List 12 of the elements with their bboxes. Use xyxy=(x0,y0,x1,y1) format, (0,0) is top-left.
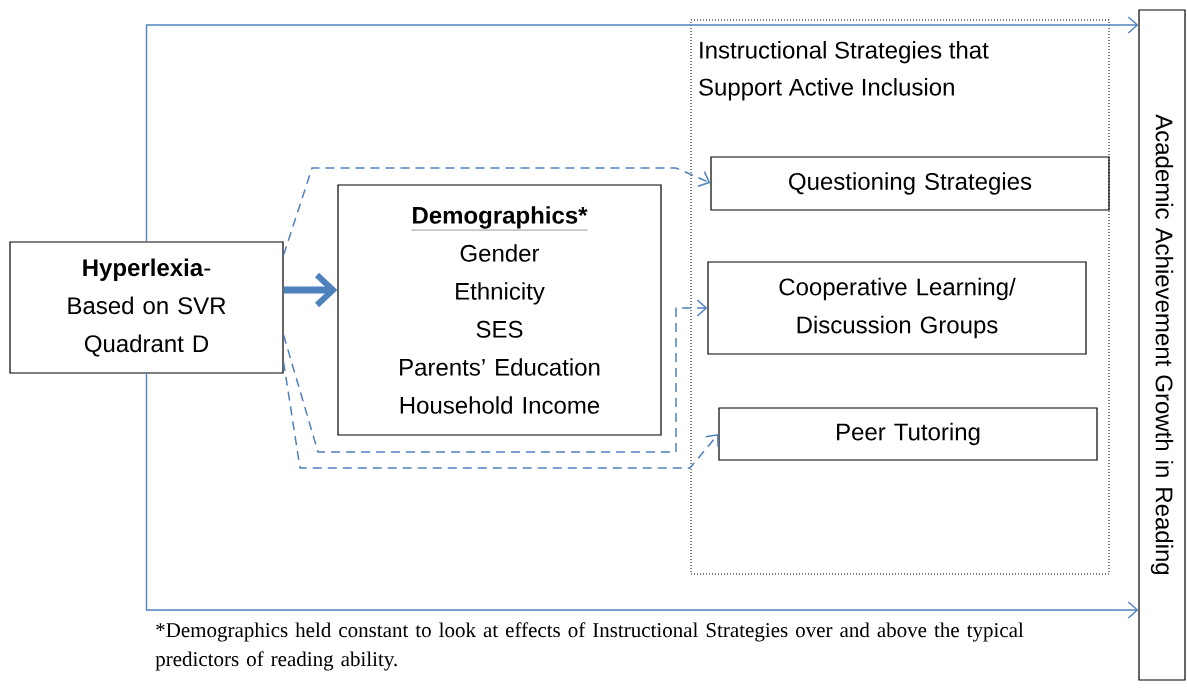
arrow xyxy=(282,299,708,453)
arrow xyxy=(282,167,711,256)
outcome-box: Academic Achievement Growth in Reading xyxy=(1138,9,1186,681)
variable-box: Demographics* Gender Ethnicity SES Parents’ Education Household Income xyxy=(337,184,662,436)
footnote: *Demographics held constant to look at effects of Instructional Strategies over and above the typical predictors of reading ability. xyxy=(155,622,1024,671)
strategy-box: Questioning Strategies xyxy=(710,156,1110,211)
arrow xyxy=(145,16,1139,243)
input-box: Hyperlexia- Based on SVR Quadrant D xyxy=(9,241,284,374)
strategy-box: Cooperative Learning/ Discussion Groups xyxy=(707,261,1087,355)
arrow xyxy=(145,372,1139,619)
arrow xyxy=(282,361,719,469)
strategy-box: Peer Tutoring xyxy=(718,407,1098,461)
